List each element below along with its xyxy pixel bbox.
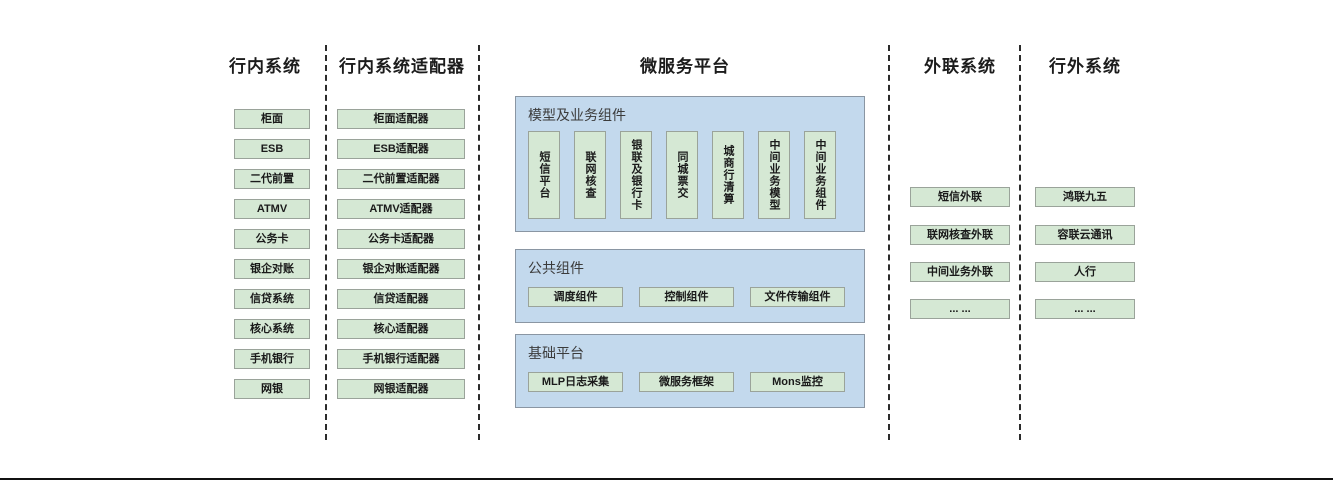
node-base-platform-component[interactable]: Mons监控 bbox=[750, 372, 845, 392]
divider-4 bbox=[1019, 45, 1021, 440]
node-in-bank-adapter[interactable]: ESB适配器 bbox=[337, 139, 465, 159]
panel-base-platform: 基础平台 bbox=[515, 334, 865, 408]
node-in-bank-adapter[interactable]: 核心适配器 bbox=[337, 319, 465, 339]
node-public-component[interactable]: 文件传输组件 bbox=[750, 287, 845, 307]
node-in-bank-adapter[interactable]: 柜面适配器 bbox=[337, 109, 465, 129]
node-base-platform-component[interactable]: MLP日志采集 bbox=[528, 372, 623, 392]
node-model-component[interactable]: 中间业务组件 bbox=[804, 131, 836, 219]
node-in-bank-system[interactable]: ESB bbox=[234, 139, 310, 159]
node-out-bank-system[interactable]: 容联云通讯 bbox=[1035, 225, 1135, 245]
node-external-link-system[interactable]: 联网核查外联 bbox=[910, 225, 1010, 245]
node-model-component[interactable]: 城商行清算 bbox=[712, 131, 744, 219]
node-public-component[interactable]: 调度组件 bbox=[528, 287, 623, 307]
node-in-bank-system[interactable]: ATMV bbox=[234, 199, 310, 219]
node-model-component[interactable]: 中间业务模型 bbox=[758, 131, 790, 219]
node-in-bank-system[interactable]: 银企对账 bbox=[234, 259, 310, 279]
node-in-bank-adapter[interactable]: 银企对账适配器 bbox=[337, 259, 465, 279]
divider-1 bbox=[325, 45, 327, 440]
node-external-link-system[interactable]: ... ... bbox=[910, 299, 1010, 319]
bottom-rule bbox=[0, 478, 1333, 480]
column-header-in-bank-systems: 行内系统 bbox=[229, 57, 301, 76]
node-in-bank-adapter[interactable]: ATMV适配器 bbox=[337, 199, 465, 219]
column-header-out-bank-systems: 行外系统 bbox=[1049, 57, 1121, 76]
node-in-bank-system[interactable]: 核心系统 bbox=[234, 319, 310, 339]
node-out-bank-system[interactable]: ... ... bbox=[1035, 299, 1135, 319]
node-in-bank-system[interactable]: 信贷系统 bbox=[234, 289, 310, 309]
node-in-bank-adapter[interactable]: 信贷适配器 bbox=[337, 289, 465, 309]
node-base-platform-component[interactable]: 微服务框架 bbox=[639, 372, 734, 392]
node-in-bank-adapter[interactable]: 网银适配器 bbox=[337, 379, 465, 399]
node-in-bank-system[interactable]: 公务卡 bbox=[234, 229, 310, 249]
node-external-link-system[interactable]: 短信外联 bbox=[910, 187, 1010, 207]
panel-public-components: 公共组件 bbox=[515, 249, 865, 323]
node-out-bank-system[interactable]: 鸿联九五 bbox=[1035, 187, 1135, 207]
panel-title-base-platform: 基础平台 bbox=[528, 345, 584, 361]
node-model-component[interactable]: 联网核查 bbox=[574, 131, 606, 219]
node-in-bank-system[interactable]: 柜面 bbox=[234, 109, 310, 129]
column-header-in-bank-adapters: 行内系统适配器 bbox=[339, 57, 465, 76]
node-model-component[interactable]: 银联及银行卡 bbox=[620, 131, 652, 219]
divider-2 bbox=[478, 45, 480, 440]
divider-3 bbox=[888, 45, 890, 440]
node-external-link-system[interactable]: 中间业务外联 bbox=[910, 262, 1010, 282]
node-public-component[interactable]: 控制组件 bbox=[639, 287, 734, 307]
node-out-bank-system[interactable]: 人行 bbox=[1035, 262, 1135, 282]
node-in-bank-adapter[interactable]: 二代前置适配器 bbox=[337, 169, 465, 189]
panel-title-public-components: 公共组件 bbox=[528, 260, 584, 276]
node-in-bank-system[interactable]: 手机银行 bbox=[234, 349, 310, 369]
node-in-bank-system[interactable]: 网银 bbox=[234, 379, 310, 399]
column-header-microservice-platform: 微服务平台 bbox=[640, 57, 730, 76]
node-in-bank-adapter[interactable]: 公务卡适配器 bbox=[337, 229, 465, 249]
node-model-component[interactable]: 短信平台 bbox=[528, 131, 560, 219]
column-header-external-link-systems: 外联系统 bbox=[924, 57, 996, 76]
node-in-bank-adapter[interactable]: 手机银行适配器 bbox=[337, 349, 465, 369]
node-model-component[interactable]: 同城票交 bbox=[666, 131, 698, 219]
panel-title-model-business-components: 模型及业务组件 bbox=[528, 107, 626, 123]
node-in-bank-system[interactable]: 二代前置 bbox=[234, 169, 310, 189]
